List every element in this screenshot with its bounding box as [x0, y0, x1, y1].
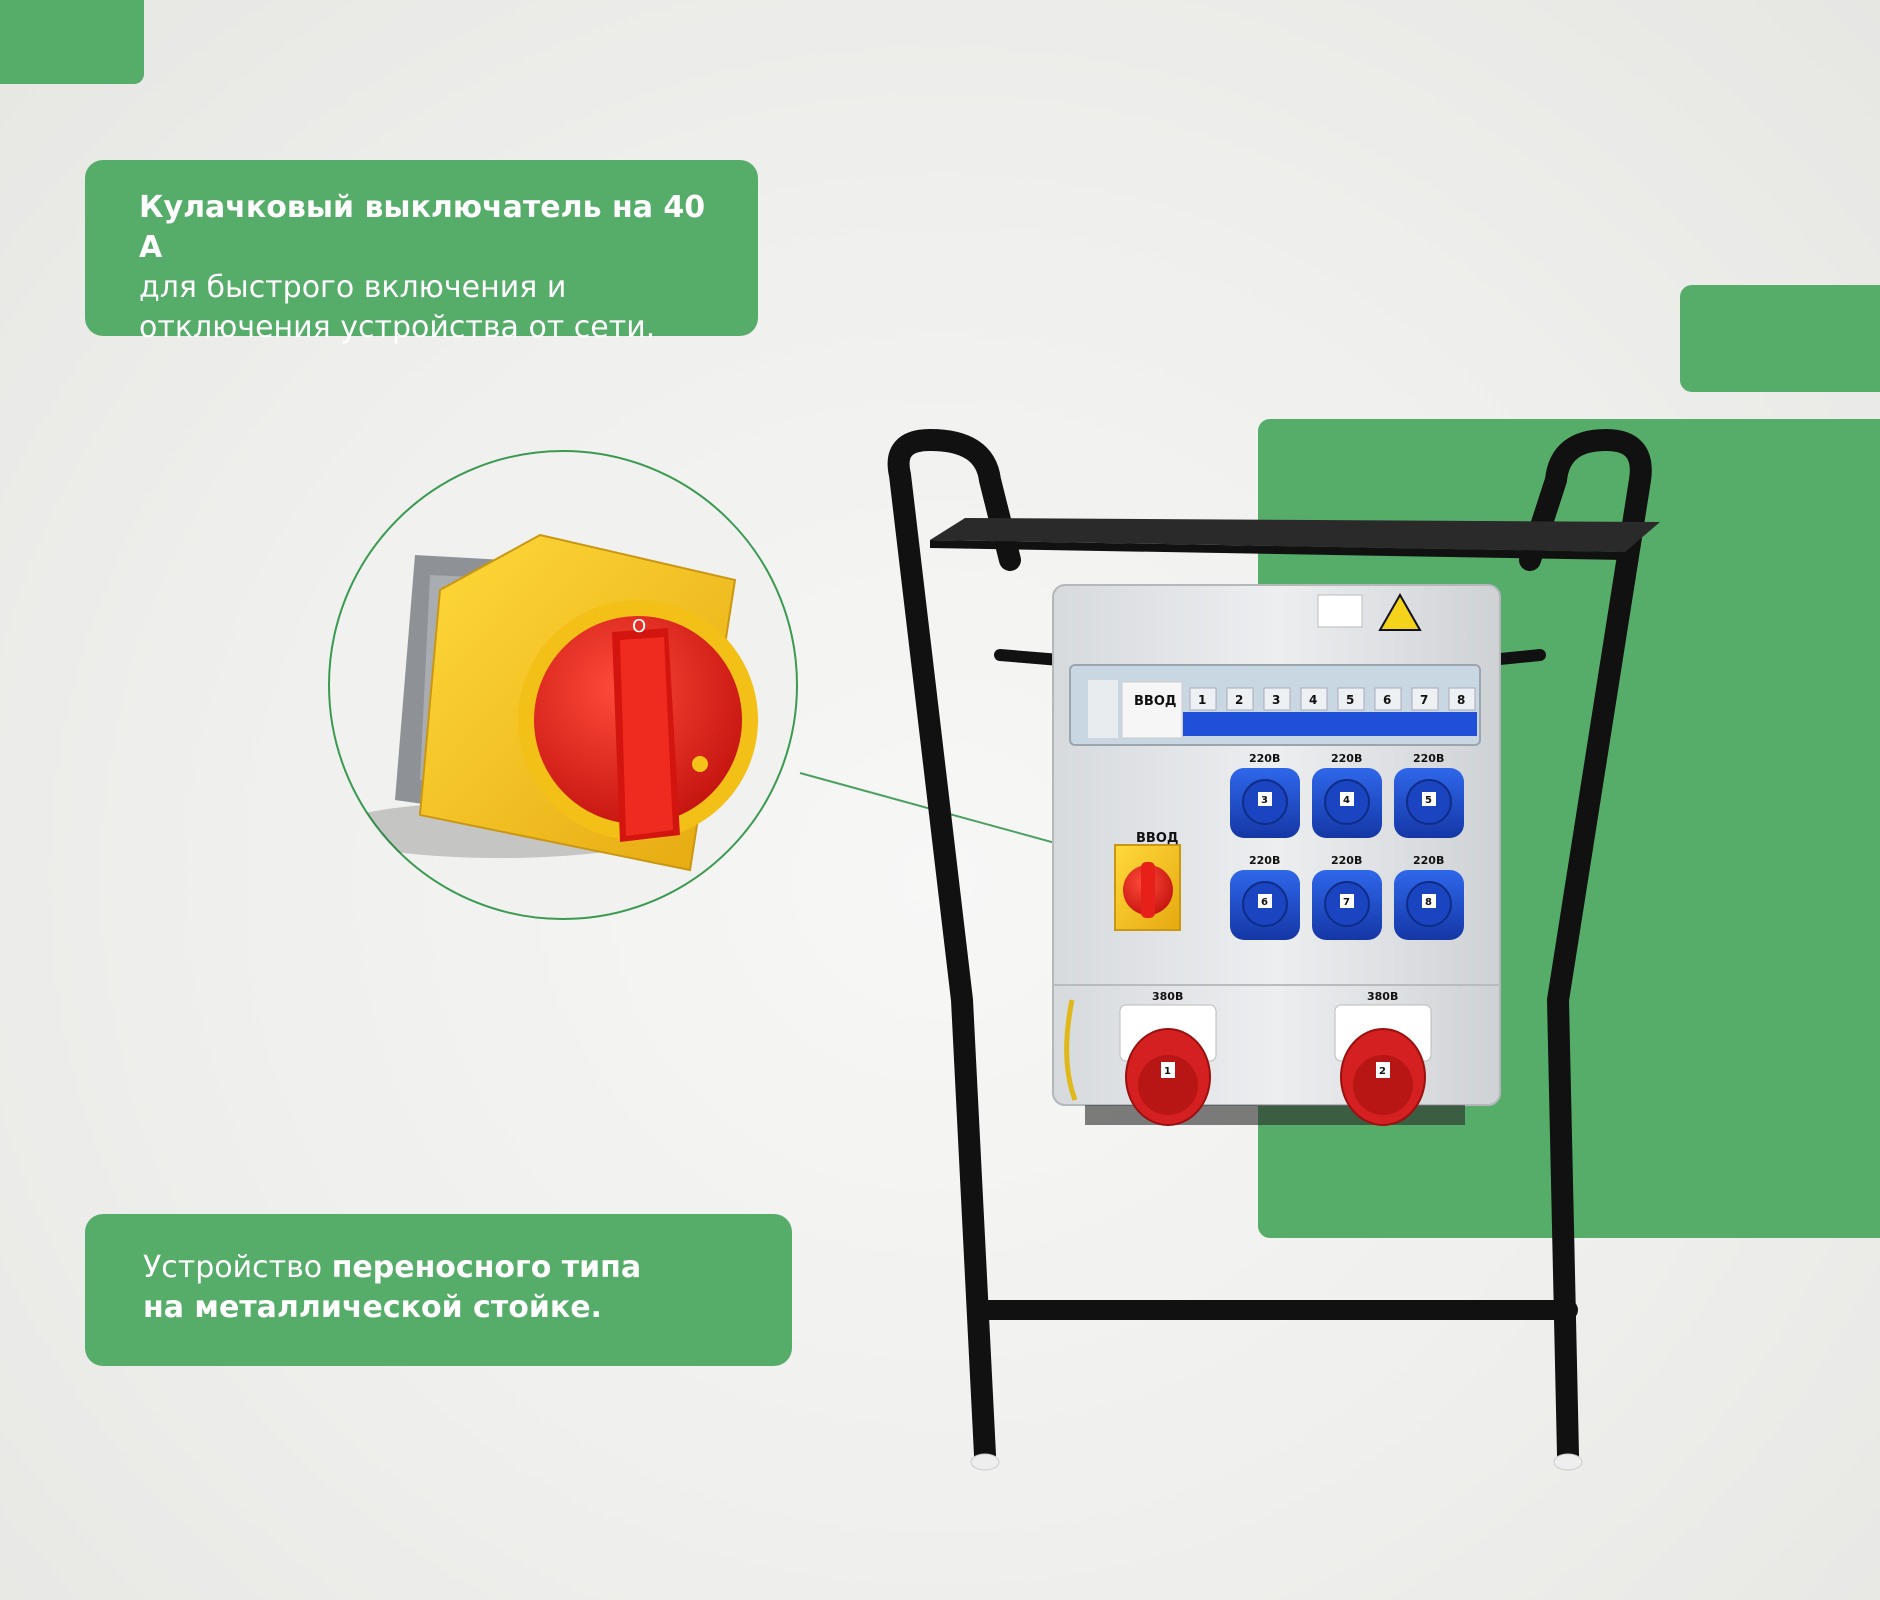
socket-220: 220В 7: [1312, 854, 1382, 940]
socket-380-number: 1: [1164, 1066, 1171, 1077]
breaker-number: 2: [1235, 693, 1243, 707]
decor-block-right-small: [1680, 285, 1880, 392]
socket-220-label: 220В: [1413, 752, 1444, 765]
metal-stand: [887, 428, 1652, 1466]
callout-cam-switch: Кулачковый выключатель на 40 А для быстр…: [85, 160, 758, 345]
socket-220: 220В 5: [1394, 752, 1464, 838]
zoom-cam-switch: O: [328, 450, 798, 920]
breaker-number: 6: [1383, 693, 1391, 707]
socket-grid-220: 220В 3 220В 4 220В 5 220В 6 220В 7 220В 8: [1230, 752, 1464, 940]
socket-380-number: 2: [1379, 1066, 1386, 1077]
socket-220-number: 6: [1261, 897, 1268, 908]
socket-220: 220В 6: [1230, 854, 1300, 940]
callout-portable-stand: Устройство переносного типа на металличе…: [85, 1214, 792, 1366]
socket-220-number: 5: [1425, 795, 1432, 806]
socket-220-label: 220В: [1249, 854, 1280, 867]
callout-cam-switch-line2: для быстрого включения и: [139, 270, 567, 305]
callout-portable-bold: переносного типа: [331, 1250, 642, 1285]
breaker-number: 4: [1309, 693, 1317, 707]
socket-220: 220В 3: [1230, 752, 1300, 838]
socket-220-label: 220В: [1331, 752, 1362, 765]
callout-cam-switch-title: Кулачковый выключатель на 40 А: [139, 190, 706, 265]
socket-220-label: 220В: [1331, 854, 1362, 867]
socket-220: 220В 4: [1312, 752, 1382, 838]
socket-220: 220В 8: [1394, 854, 1464, 940]
socket-group-380: 380В 1 380В 2: [1119, 990, 1432, 1126]
breaker-number: 1: [1198, 693, 1206, 707]
socket-220-number: 4: [1343, 795, 1350, 806]
breaker-number: 8: [1457, 693, 1465, 707]
socket-220-label: 220В: [1249, 752, 1280, 765]
top-shelf: [930, 518, 1660, 560]
callout-portable-line2: на металлической стойке.: [143, 1290, 602, 1325]
socket-220-label: 220В: [1413, 854, 1444, 867]
socket-220-number: 3: [1261, 795, 1268, 806]
svg-text:O: O: [632, 616, 646, 637]
cable: [1064, 999, 1078, 1101]
breaker-number: 5: [1346, 693, 1354, 707]
socket-220-number: 7: [1343, 897, 1350, 908]
socket-380-label: 380В: [1152, 990, 1183, 1003]
breaker-number: 7: [1420, 693, 1428, 707]
socket-220-number: 8: [1425, 897, 1432, 908]
cam-switch: ВВОД: [1114, 831, 1181, 931]
decor-block-top-left: [0, 0, 144, 84]
breaker-number: 3: [1272, 693, 1280, 707]
breaker-numbers: 1 2 3 4 5 6 7 8: [1189, 687, 1476, 711]
cam-switch-label: ВВОД: [1136, 831, 1178, 846]
socket-380: 380В 1: [1119, 990, 1217, 1126]
socket-380-label: 380В: [1367, 990, 1398, 1003]
breaker-input-label: ВВОД: [1134, 694, 1176, 709]
callout-cam-switch-line3: отключения устройства от сети.: [139, 310, 656, 345]
callout-portable-light: Устройство: [143, 1250, 332, 1285]
socket-380: 380В 2: [1334, 990, 1432, 1126]
